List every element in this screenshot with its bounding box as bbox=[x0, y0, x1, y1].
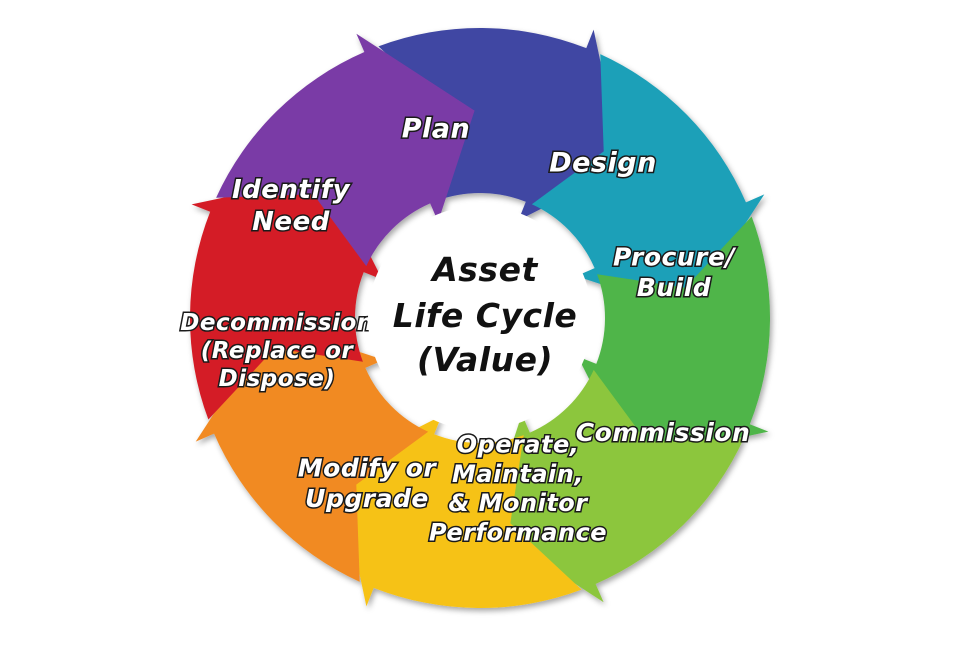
center-title-line: Asset bbox=[429, 250, 538, 289]
cycle-arrow-plan bbox=[378, 28, 623, 221]
segment-label-decommission: Dispose) bbox=[219, 366, 336, 392]
segment-label-identify-need: Need bbox=[252, 207, 330, 237]
segment-label-operate: Maintain, bbox=[452, 460, 584, 488]
segment-label-modify: Modify or bbox=[298, 454, 438, 483]
segment-label-operate: Operate, bbox=[457, 430, 580, 458]
cycle-arrow-modify bbox=[195, 323, 429, 582]
center-title-line: (Value) bbox=[417, 340, 553, 379]
center-title: Asset Life Cycle (Value) bbox=[393, 250, 578, 379]
center-title-line: Life Cycle bbox=[393, 296, 578, 335]
segment-label-identify-need: Identify bbox=[232, 175, 351, 205]
segment-label-plan: Plan bbox=[402, 113, 471, 144]
segment-label-design: Design bbox=[549, 147, 657, 178]
cycle-arrow-procure-build bbox=[577, 216, 771, 461]
center-hub bbox=[368, 206, 592, 430]
cycle-arrow-operate bbox=[337, 415, 582, 608]
segment-label-procure-build: Procure/ bbox=[613, 243, 736, 272]
segment-label-commission: Commission bbox=[576, 418, 751, 447]
segment-label-decommission: (Replace or bbox=[201, 338, 355, 364]
cycle-arrow-commission bbox=[485, 369, 744, 603]
segment-label-procure-build: Build bbox=[637, 273, 712, 302]
segment-label-operate: & Monitor bbox=[448, 489, 589, 517]
cycle-arrow-design bbox=[531, 54, 765, 313]
cycle-ring bbox=[190, 28, 771, 608]
segment-labels: PlanDesignProcure/BuildCommissionOperate… bbox=[179, 112, 751, 548]
cycle-arrow-decommission bbox=[190, 175, 383, 420]
segment-label-decommission: Decommission bbox=[180, 310, 373, 336]
segment-label-modify: Upgrade bbox=[305, 484, 429, 513]
segment-label-operate: Performance bbox=[429, 518, 607, 546]
cycle-arrow-identify-need bbox=[216, 33, 475, 267]
